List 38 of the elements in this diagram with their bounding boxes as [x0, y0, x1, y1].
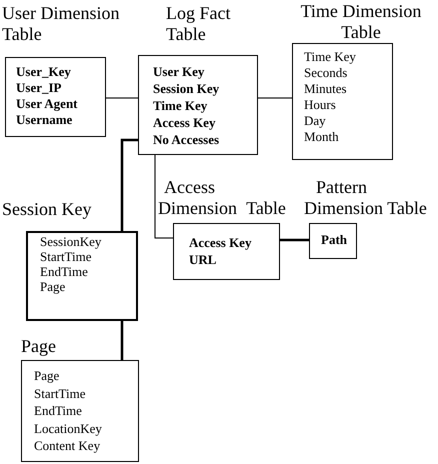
field-name: StartTime: [40, 249, 92, 264]
connector-line: [120, 321, 124, 360]
field-name: Path: [321, 231, 347, 248]
field-name: Seconds: [304, 65, 348, 81]
connector-line: [280, 238, 309, 242]
field-name: EndTime: [40, 264, 88, 279]
field-name: Time Key: [304, 49, 356, 65]
field-name: StartTime: [34, 384, 86, 402]
connector-line: [120, 138, 138, 231]
field-name: Day: [304, 113, 326, 129]
table-title: Session Key: [2, 199, 92, 220]
table-title: Page: [21, 336, 57, 357]
table-title: User Dimension Table: [2, 3, 120, 45]
field-name: User Key: [153, 63, 204, 80]
field-name: URL: [189, 251, 216, 268]
field-name: Page: [34, 367, 60, 384]
field-name: User Agent: [16, 96, 78, 112]
field-name: Content Key: [34, 437, 100, 454]
field-name: Month: [304, 129, 339, 145]
field-name: Access Key: [153, 114, 216, 131]
table-title: Time Dimension Table: [300, 1, 422, 43]
field-name: Page: [40, 279, 66, 294]
connector-line: [154, 154, 174, 238]
field-name: LocationKey: [34, 420, 102, 437]
field-name: Access Key: [189, 234, 252, 251]
field-name: Username: [16, 112, 72, 128]
field-name: User_Key: [16, 64, 71, 80]
field-name: Minutes: [304, 81, 347, 97]
field-name: SessionKey: [40, 234, 102, 249]
field-name: No Accesses: [153, 131, 220, 148]
field-name: Session Key: [153, 80, 220, 97]
field-name: EndTime: [34, 402, 82, 420]
field-name: User_IP: [16, 80, 62, 96]
field-name: Time Key: [153, 97, 208, 114]
table-title: Access Dimension Table: [158, 177, 287, 219]
table-title: Log Fact Table: [166, 3, 232, 45]
field-name: Hours: [304, 97, 336, 113]
table-title: Pattern Dimension Table: [304, 177, 428, 219]
